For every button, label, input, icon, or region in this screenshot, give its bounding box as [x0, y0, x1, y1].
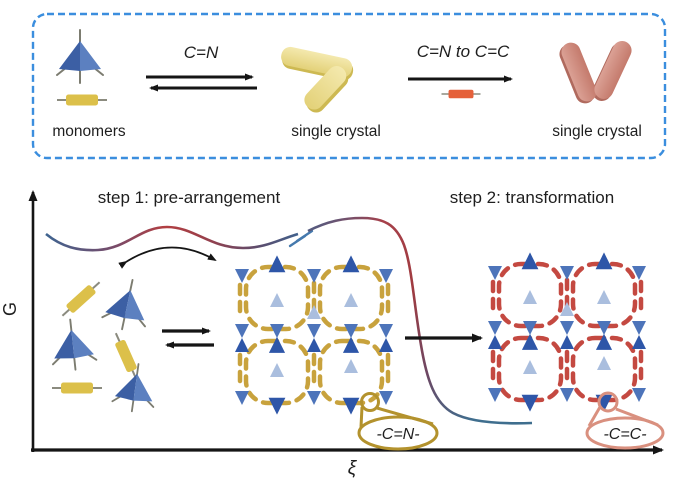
magnifier-cc [585, 391, 665, 450]
bond-cc-label: -C=C- [603, 426, 646, 443]
energy-curve-step2 [307, 216, 533, 425]
dashed-border [31, 12, 667, 160]
energy-landscape: step 1: pre-arrangement step 2: transfor… [0, 188, 665, 479]
x-axis-label: ξ [348, 458, 358, 479]
equilibrium-curved-arrow-icon [118, 246, 217, 269]
crystal2-label: single crystal [552, 123, 642, 140]
curve-break-icon [288, 229, 314, 248]
reaction2-label: C=N to C=C [417, 42, 510, 61]
monomers-label: monomers [52, 123, 125, 140]
crystal1-label: single crystal [291, 123, 381, 140]
step2-label: step 2: transformation [450, 188, 614, 207]
equilibrium-arrows-icon [146, 73, 257, 92]
crystal-net-cc [488, 252, 646, 411]
y-axis-label: G [0, 302, 20, 316]
bond-cn-label: -C=N- [376, 426, 419, 443]
equilibrium-arrows-landscape-icon [162, 327, 214, 349]
magnifier-cn [357, 392, 439, 451]
yellow-crystal-icon [281, 46, 354, 113]
salmon-crystal-icon [559, 41, 632, 104]
crystal-net-cn [235, 255, 393, 414]
reaction-scheme-box: monomers C=N single crystal C=N to C=C [31, 12, 667, 160]
step1-label: step 1: pre-arrangement [98, 188, 281, 207]
monomer-scatter [47, 274, 160, 416]
reaction1-label: C=N [184, 43, 219, 62]
energy-curve-step1 [45, 225, 299, 252]
